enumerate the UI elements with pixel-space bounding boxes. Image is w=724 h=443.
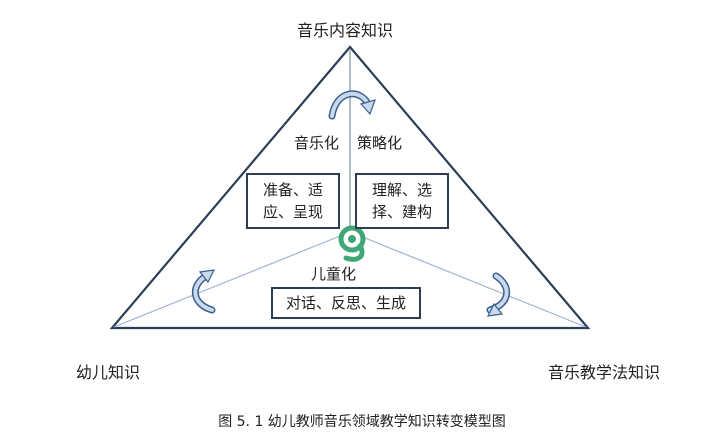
box-right-line1: 理解、选 [371, 181, 432, 199]
line-center-left [113, 231, 351, 328]
vertex-label-top: 音乐内容知识 [297, 21, 394, 40]
box-right-line2: 择、建构 [371, 203, 432, 221]
figure-caption: 图 5. 1 幼儿教师音乐领域教学知识转变模型图 [218, 414, 506, 430]
vertex-label-right: 音乐教学法知识 [548, 363, 661, 382]
outer-triangle [109, 45, 591, 330]
center-swirl-icon [338, 225, 366, 262]
label-musicalization: 音乐化 [294, 134, 340, 152]
box-dialogue-reflect-generate: 对话、反思、生成 [271, 287, 421, 319]
top-cycle-arrow-icon [328, 90, 376, 120]
right-cycle-arrow-icon [486, 272, 510, 317]
line-center-right [349, 231, 587, 328]
box-left-line1: 准备、适 [262, 181, 323, 199]
left-cycle-arrow-icon [192, 269, 216, 314]
box-left-line2: 应、呈现 [262, 203, 323, 221]
box-bottom-line1: 对话、反思、生成 [285, 294, 406, 312]
box-understand-select-construct: 理解、选 择、建构 [355, 173, 449, 229]
label-strategization: 策略化 [357, 134, 403, 152]
box-prepare-adapt-present: 准备、适 应、呈现 [246, 173, 340, 229]
vertex-label-left: 幼儿知识 [76, 363, 141, 382]
label-childization: 儿童化 [311, 265, 357, 283]
